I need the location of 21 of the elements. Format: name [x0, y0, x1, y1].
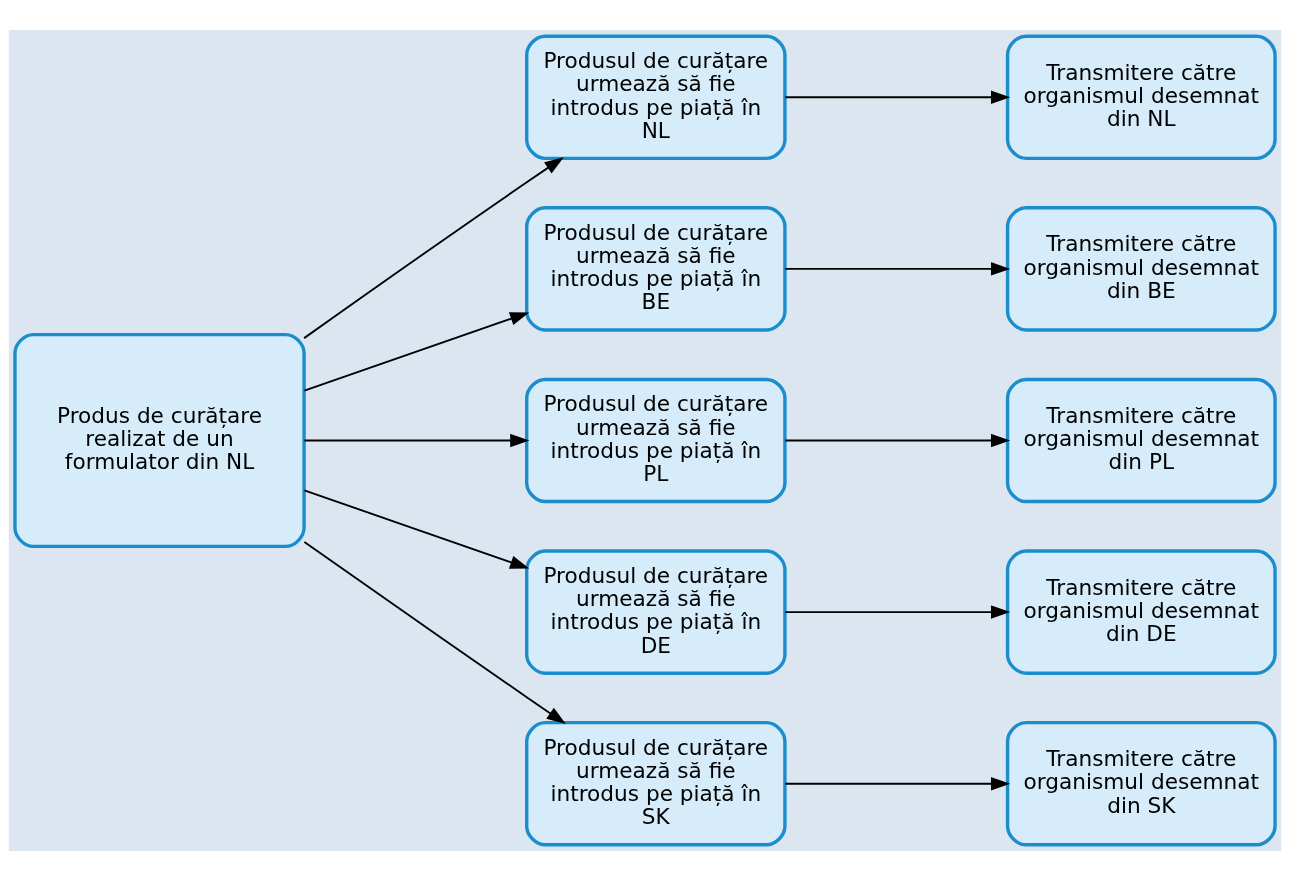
node-box: Transmitere către organismul desemnat din BE — [1005, 206, 1277, 332]
arrow — [303, 157, 564, 340]
node-box: Produsul de curățare urmează să fie introdus pe piață în BE — [525, 206, 787, 332]
arrow — [303, 489, 530, 569]
arrow — [784, 777, 1011, 791]
node-box: Produsul de curățare urmează să fie introdus pe piață în SK — [525, 720, 787, 847]
node-box: Transmitere către organismul desemnat din DE — [1005, 549, 1277, 675]
arrow — [784, 433, 1011, 448]
node-box: Produs de curățare realizat de un formulator din NL — [13, 332, 306, 549]
arrow — [784, 90, 1011, 104]
arrow — [303, 540, 566, 724]
node-box: Transmitere către organismul desemnat din SK — [1005, 720, 1277, 847]
arrow — [784, 262, 1011, 276]
arrow — [784, 605, 1011, 619]
arrow — [303, 312, 530, 392]
node-box: Produsul de curățare urmează să fie introdus pe piață în DE — [525, 549, 787, 675]
arrow — [303, 433, 530, 448]
node-box: Produsul de curățare urmează să fie introdus pe piață în PL — [525, 377, 787, 504]
node-box: Transmitere către organismul desemnat din PL — [1005, 377, 1277, 504]
node-box: Transmitere către organismul desemnat din NL — [1005, 34, 1277, 161]
node-box: Produsul de curățare urmează să fie introdus pe piață în NL — [525, 34, 787, 161]
